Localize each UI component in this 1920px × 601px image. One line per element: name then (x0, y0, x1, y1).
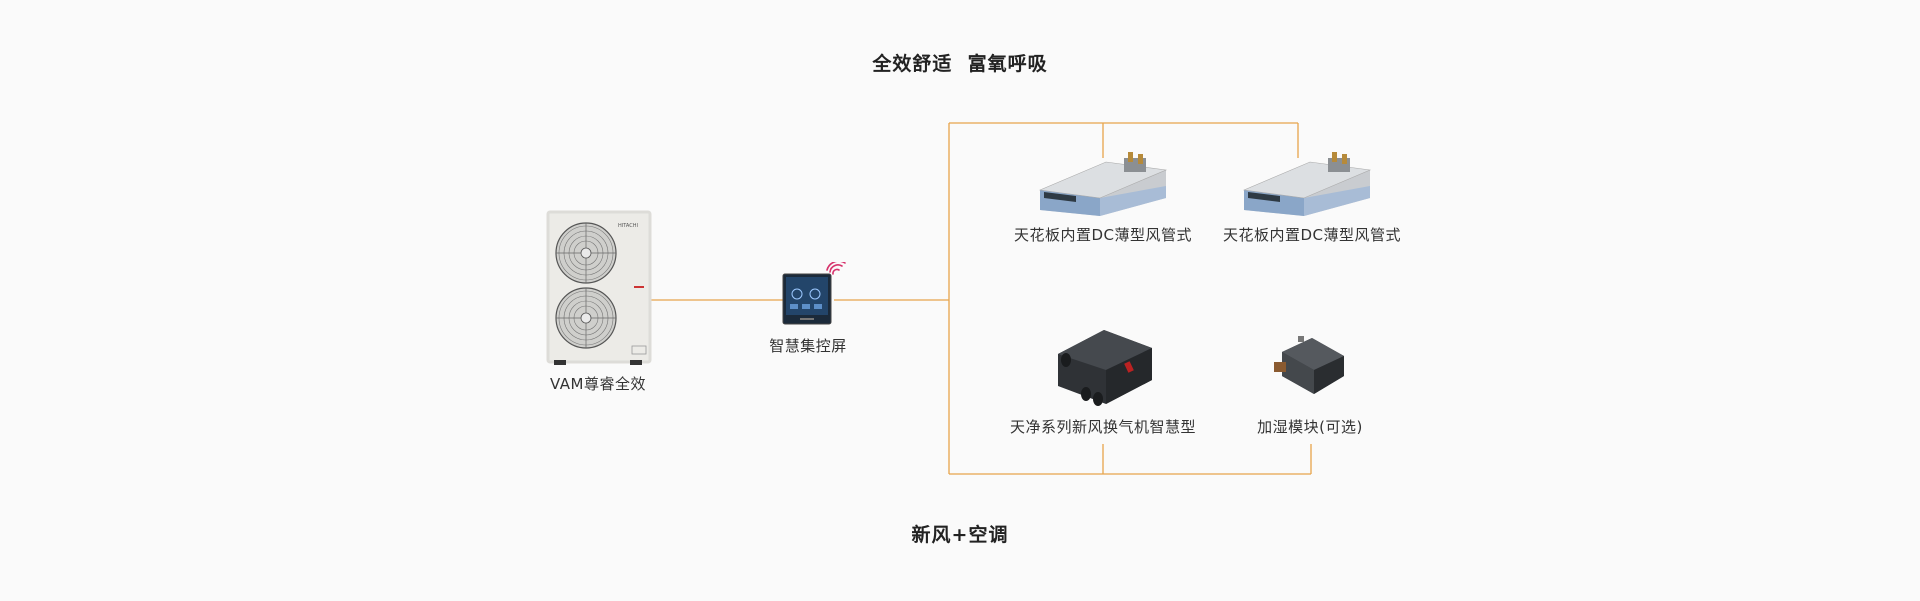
diagram-title: 全效舒适 富氧呼吸 (872, 53, 1048, 75)
humidifier-image (1274, 336, 1344, 394)
wifi-icon (826, 262, 846, 275)
duct-unit-1-image (1038, 152, 1168, 216)
controller-image (782, 262, 846, 325)
hitachi-logo: HITACHI (618, 223, 638, 229)
diagram-subtitle: 新风+空调 (911, 524, 1009, 546)
duct-unit-2-image (1242, 152, 1372, 216)
erv-image (1058, 330, 1152, 406)
duct-unit-1-label: 天花板内置DC薄型风管式 (1013, 226, 1193, 244)
fan-top-icon (555, 222, 617, 284)
duct-unit-2-label: 天花板内置DC薄型风管式 (1222, 226, 1402, 244)
outdoor-unit-label: VAM尊睿全效 (549, 375, 647, 393)
humidifier-label: 加湿模块(可选) (1257, 418, 1363, 436)
controller-label: 智慧集控屏 (769, 337, 847, 355)
fan-bottom-icon (555, 287, 617, 349)
outdoor-unit-image: HITACHI (546, 210, 652, 365)
erv-label: 天净系列新风换气机智慧型 (1009, 418, 1197, 436)
